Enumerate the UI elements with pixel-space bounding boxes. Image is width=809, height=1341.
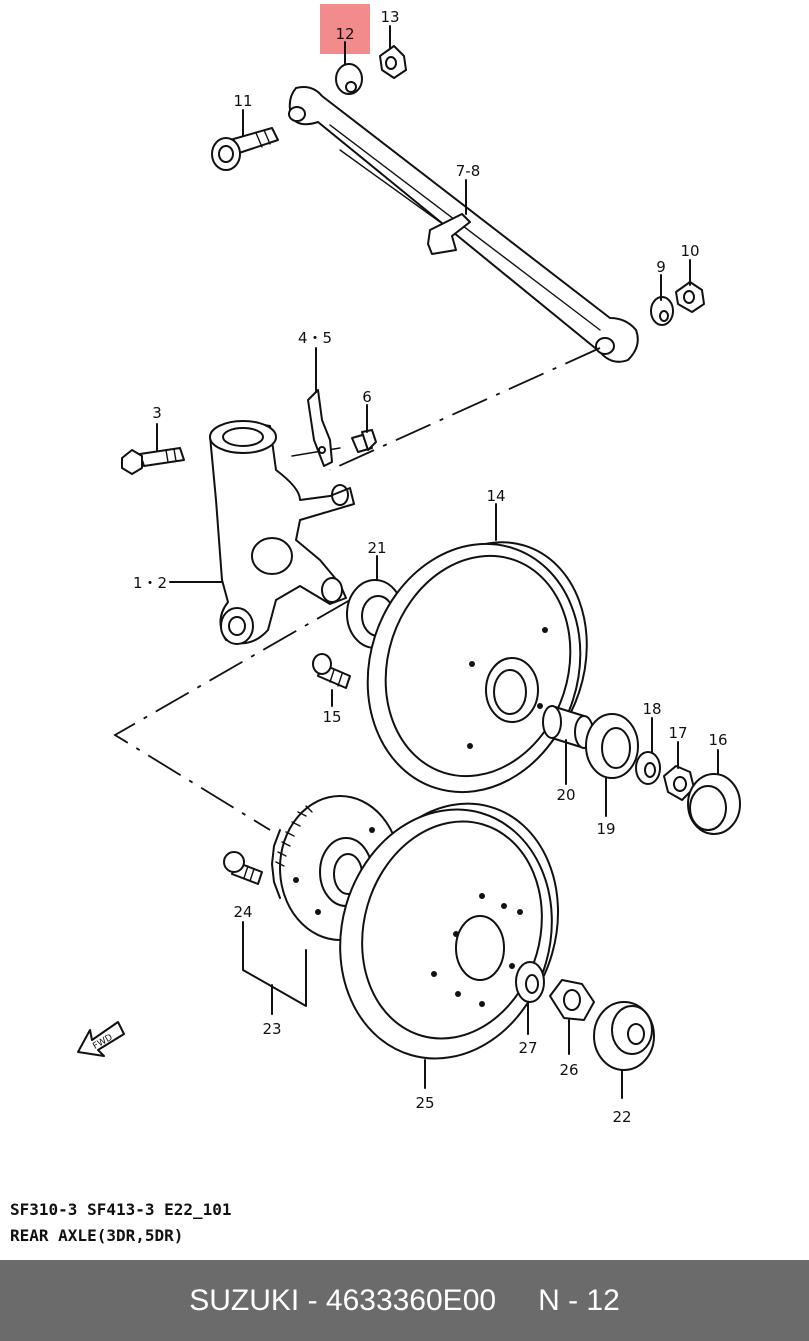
callout-17: 17 [668, 724, 687, 742]
nut-part-26 [549, 979, 595, 1055]
bolt-part-11 [211, 109, 279, 171]
callout-10: 10 [680, 242, 699, 260]
nut-part-13 [379, 25, 407, 79]
callout-26: 26 [559, 1061, 578, 1079]
callout-25: 25 [415, 1094, 434, 1112]
footer-bar: SUZUKI - 4633360E00 N - 12 [0, 1260, 809, 1341]
tone-ring-teeth [275, 805, 313, 867]
bolt-part-24 [223, 851, 263, 885]
footer-brand-part-number: SUZUKI - 4633360E00 [189, 1283, 497, 1317]
spacer-part-20 [542, 705, 594, 785]
forward-arrow-icon: FWD [77, 1021, 125, 1057]
lateral-rod-part-7-8 [288, 86, 639, 363]
callout-6: 6 [362, 388, 372, 406]
exploded-parts-diagram: FWD 1・2 3 4・5 6 7-8 9 10 11 12 13 14 15 … [77, 4, 741, 1126]
brake-drum-part-14 [366, 503, 588, 794]
callout-19: 19 [596, 820, 615, 838]
assembly-line-upper [329, 347, 601, 471]
callout-7-8: 7-8 [456, 162, 481, 180]
knuckle-part-1-2 [169, 420, 355, 645]
bearing-part-19 [585, 713, 639, 817]
callout-13: 13 [380, 8, 399, 26]
washer-part-18 [635, 717, 661, 785]
callout-22: 22 [612, 1108, 631, 1126]
callout-3: 3 [152, 404, 162, 422]
callout-11: 11 [233, 92, 252, 110]
bolt-part-3 [121, 423, 185, 475]
callout-15: 15 [322, 708, 341, 726]
cap-part-16 [687, 749, 741, 835]
callout-24: 24 [233, 903, 252, 921]
callout-1-2: 1・2 [133, 574, 167, 592]
footer-page-number: N - 12 [538, 1283, 620, 1317]
washer-part-12 [335, 41, 363, 95]
fwd-label: FWD [91, 1033, 114, 1052]
callout-23: 23 [262, 1020, 281, 1038]
brake-drum-part-25 [339, 802, 560, 1089]
callout-16: 16 [708, 731, 727, 749]
callout-9: 9 [656, 258, 666, 276]
callout-4-5: 4・5 [298, 329, 332, 347]
caption-codes: SF310-3 SF413-3 E22_101 [10, 1200, 232, 1219]
callout-12: 12 [335, 25, 354, 43]
washer-part-27 [515, 961, 545, 1035]
bolt-part-15 [312, 653, 351, 707]
callout-27: 27 [518, 1039, 537, 1057]
callout-14: 14 [486, 487, 505, 505]
callout-18: 18 [642, 700, 661, 718]
nut-part-10 [675, 259, 705, 313]
bracket-part-4-5 [307, 347, 333, 467]
cap-part-22 [593, 1001, 655, 1099]
washer-part-9 [650, 274, 674, 326]
assembly-line-lower [113, 599, 351, 831]
callout-21: 21 [367, 539, 386, 557]
caption-title: REAR AXLE(3DR,5DR) [10, 1226, 184, 1245]
callout-20: 20 [556, 786, 575, 804]
bolt-part-6 [351, 404, 377, 453]
leader-23-24 [242, 921, 307, 1007]
